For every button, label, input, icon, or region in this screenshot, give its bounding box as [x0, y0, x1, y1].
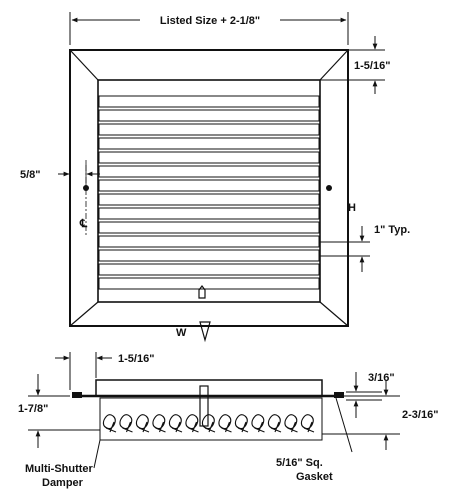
side-frame	[95, 379, 323, 397]
damper-callout-line-2: Damper	[42, 477, 84, 489]
frame-miter-br	[319, 301, 349, 327]
gasket-right	[334, 392, 344, 398]
damper-shutter	[234, 414, 249, 433]
louver-blade	[98, 235, 320, 248]
damper-shutter	[119, 414, 133, 433]
damper-shutter	[251, 414, 265, 433]
dim-blade-spacing: 1" Typ.	[320, 224, 410, 272]
side-total-height-label: 1-7/8"	[18, 403, 48, 415]
inner-frame	[97, 79, 321, 303]
gasket-callout-line-2: Gasket	[296, 471, 333, 483]
width-arrow-icon	[199, 321, 211, 343]
frame-miter-tr	[319, 49, 349, 81]
damper-shutter	[284, 414, 298, 433]
louver-blade	[98, 277, 320, 290]
louver-blade	[98, 109, 320, 122]
front-view: ℄	[69, 49, 349, 327]
frame-miter-tl	[69, 49, 99, 81]
damper-shutter	[267, 414, 282, 433]
callout-damper: Multi-Shutter Damper	[25, 439, 101, 489]
damper-shutter	[218, 414, 232, 433]
louver-blades	[98, 95, 320, 290]
side-flange-label: 3/16"	[368, 372, 395, 384]
louver-blade	[98, 249, 320, 262]
louver-blade	[98, 137, 320, 150]
mounting-screw-right	[326, 185, 332, 191]
damper-housing	[99, 397, 323, 441]
height-label: H	[348, 202, 356, 214]
louver-blade	[98, 165, 320, 178]
frame-miter-bl	[69, 301, 99, 327]
louver-blade	[98, 151, 320, 164]
damper-shutter	[201, 414, 216, 433]
dim-side-total-height: 1-7/8"	[18, 374, 100, 448]
damper-shutter	[300, 414, 315, 433]
louver-blade	[98, 179, 320, 192]
dim-side-depth: 2-3/16"	[322, 380, 438, 450]
listed-size-label: Listed Size + 2-1/8"	[160, 15, 260, 27]
damper-shutter	[102, 414, 117, 433]
side-view	[72, 379, 344, 441]
outer-frame	[69, 49, 349, 327]
width-label: W	[176, 327, 187, 339]
gasket-callout-line-1: 5/16" Sq.	[276, 457, 323, 469]
damper-shutter	[135, 414, 150, 433]
louver-blade	[98, 207, 320, 220]
dim-screw-offset: 5/8"	[20, 160, 100, 186]
dim-side-frame: 1-5/16"	[55, 352, 154, 390]
dim-listed-size: Listed Size + 2-1/8"	[69, 12, 349, 45]
damper-shutter	[152, 414, 166, 433]
screw-offset-label: 5/8"	[20, 169, 41, 181]
dim-side-flange: 3/16"	[346, 372, 395, 418]
damper-operator-rod	[199, 385, 209, 427]
damper-shutter	[185, 414, 199, 433]
side-depth-label: 2-3/16"	[402, 409, 438, 421]
mounting-screw-left	[83, 185, 89, 191]
louver-blade	[98, 123, 320, 136]
louver-blade	[98, 263, 320, 276]
centerline-symbol: ℄	[79, 218, 88, 230]
gasket-left	[72, 392, 82, 398]
louver-blade	[98, 193, 320, 206]
damper-callout-line-1: Multi-Shutter	[25, 463, 94, 475]
side-frame-label: 1-5/16"	[118, 353, 154, 365]
damper-shutter	[168, 414, 183, 433]
blade-spacing-label: 1" Typ.	[374, 224, 410, 236]
louver-blade	[98, 95, 320, 108]
dim-frame-width: 1-5/16"	[320, 36, 390, 94]
damper-operator-icon	[198, 285, 206, 299]
callout-gasket: 5/16" Sq. Gasket	[276, 397, 353, 483]
louver-blade	[98, 221, 320, 234]
frame-width-label: 1-5/16"	[354, 60, 390, 72]
damper-shutters	[102, 414, 315, 433]
